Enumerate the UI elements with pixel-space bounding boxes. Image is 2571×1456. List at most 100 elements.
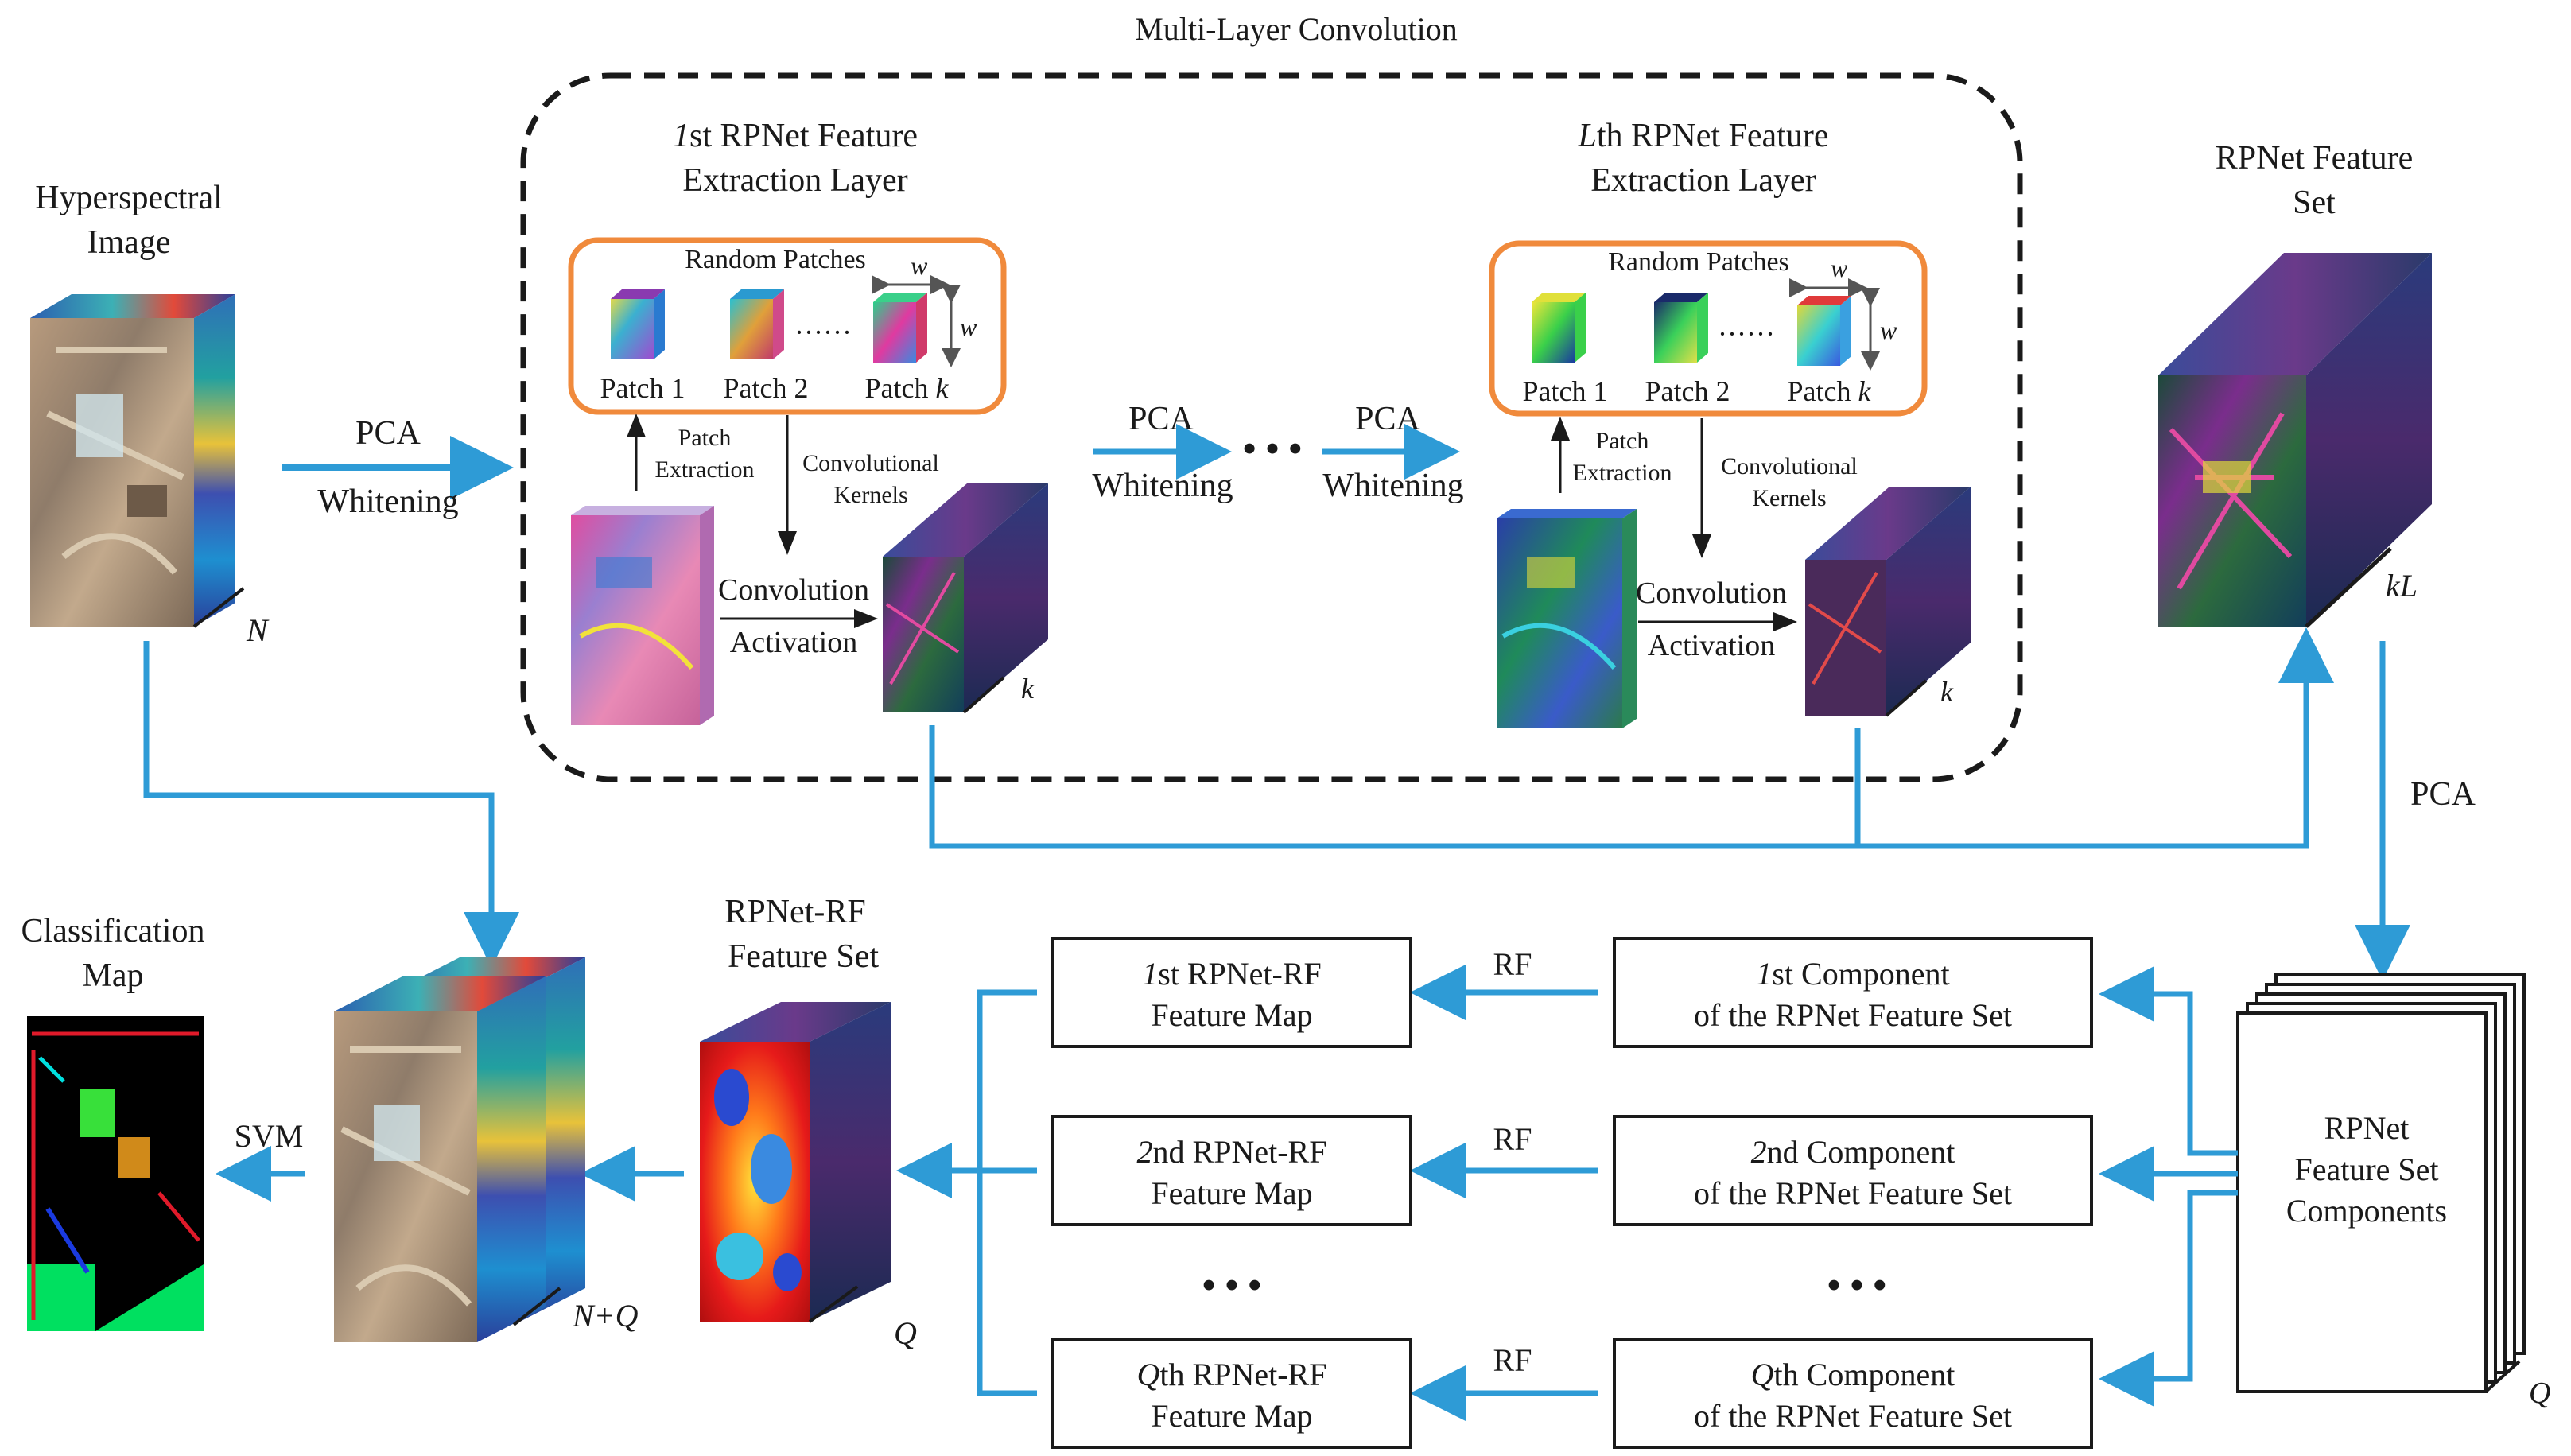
svg-text:1st RPNet-RF: 1st RPNet-RF [1142,956,1322,992]
layerL-patch-2-cube [1654,293,1708,363]
input-depth-tick [192,587,245,628]
hyperspectral-cube [30,294,235,627]
layerL-random-patches-box [1489,240,1928,417]
rf-feature-set-cube [700,1002,891,1322]
layerL-patch-dots: ······ [1718,318,1775,350]
layer1-patch-k-cube [873,293,927,363]
component-box-q: Qth Component of the RPNet Feature Set [1613,1338,2093,1449]
layer1-depth-label: k [1021,673,1035,705]
pca-right-label: PCA [2410,776,2476,813]
svg-text:of the RPNet Feature Set: of the RPNet Feature Set [1694,1175,2012,1211]
rf-map-box-q: Qth RPNet-RF Feature Map [1051,1338,1412,1449]
layerL-feature-cube [1805,487,1971,716]
layer1-patch-1-cube [611,289,665,359]
whitening-label-2: Whitening [1092,468,1233,504]
layer1-patch-extraction-line2: Extraction [655,456,755,483]
svg-text:1st RPNet Feature: 1st RPNet Feature [673,118,918,154]
svg-text:2nd Component: 2nd Component [1751,1134,1955,1170]
pca-label-3: PCA [1355,401,1420,437]
mid-dots: • • • [1243,428,1302,470]
input-to-combined-arrow [143,641,519,968]
layer1-conv-kernels-line1: Convolutional [802,450,939,476]
component-box-1: 1st Component of the RPNet Feature Set [1613,937,2093,1048]
whitening-label-1: Whitening [317,483,458,520]
feature-set-cube [2158,253,2432,627]
layerL-depth-label: k [1940,676,1954,708]
layer1-patch2-label: Patch 2 [724,372,809,404]
layerL-patchk-label: Patch k [1788,375,1872,407]
layer1-patch-extraction-line1: Patch [678,425,732,451]
multi-layer-title: Multi-Layer Convolution [1135,11,1458,47]
classification-title-line2: Map [83,957,144,994]
multi-layer-dashed-box [520,72,2023,782]
rf-feature-set-title-line2: Feature Set [728,938,879,975]
svm-label: SVM [235,1118,304,1154]
svg-text:of the RPNet Feature Set: of the RPNet Feature Set [1694,997,2012,1033]
classification-title-line1: Classification [21,913,205,949]
layer1-activation-label: Activation [730,626,857,659]
input-title-line2: Image [87,224,171,261]
combined-cube [334,957,585,1342]
rf-map-box-1: 1st RPNet-RF Feature Map [1051,937,1412,1048]
layerL-w-side: w [1880,316,1897,344]
layer1-title-rest: st RPNet Feature [689,118,918,154]
components-line1: RPNet [2324,1110,2410,1146]
layer1-patchk-label: Patch k [865,372,950,404]
svg-text:1st Component: 1st Component [1756,956,1949,992]
pca-label-1: PCA [355,415,421,452]
layer1-convolution-label: Convolution [718,573,869,607]
layer1-patch1-label: Patch 1 [600,372,685,404]
svg-text:Qth RPNet-RF: Qth RPNet-RF [1137,1357,1327,1392]
layer1-w-top: w [911,251,928,280]
layerL-patch-k-cube [1797,296,1851,366]
layer1-patch-dots: ······ [794,316,852,348]
layerL-title-line1: Lth RPNet Feature [1578,118,1829,154]
svg-text:Feature Map: Feature Map [1151,1175,1312,1211]
svg-text:Qth Component: Qth Component [1751,1357,1955,1392]
layerL-patch-extraction-line1: Patch [1596,428,1649,454]
layerL-conv-kernels-line1: Convolutional [1721,453,1858,480]
layerL-patch1-label: Patch 1 [1523,375,1608,407]
collector-arrow [929,627,2334,849]
layer1-random-patches-label: Random Patches [685,245,866,274]
feature-set-depth-label: kL [2386,568,2418,604]
layer1-patch-2-cube [730,289,784,359]
rf-label-2: RF [1493,1121,1532,1157]
svg-text:Feature Map: Feature Map [1151,997,1312,1033]
input-depth-label: N [246,612,270,648]
layerL-convolution-label: Convolution [1636,577,1787,610]
layerL-w-top: w [1831,254,1848,282]
whitening-label-3: Whitening [1322,468,1463,504]
rf-map-box-2: 2nd RPNet-RF Feature Map [1051,1115,1412,1226]
components-line2: Feature Set [2294,1151,2438,1187]
components-stack [2236,973,2526,1393]
layer1-feature-cube [883,483,1048,712]
pca-label-2: PCA [1128,401,1194,437]
component-box-2: 2nd Component of the RPNet Feature Set [1613,1115,2093,1226]
feature-set-title-line2: Set [2293,184,2336,221]
combined-depth-label: N+Q [572,1298,639,1334]
rf-label-q: RF [1493,1342,1532,1378]
component-dots: • • • [1827,1264,1886,1307]
classification-map [27,1016,204,1331]
layer1-w-side: w [960,313,977,341]
components-depth-label: Q [2529,1376,2550,1410]
svg-text:of the RPNet Feature Set: of the RPNet Feature Set [1694,1398,2012,1434]
rf-feature-set-depth-label: Q [894,1315,917,1351]
layer1-title-line2: Extraction Layer [682,162,907,199]
layer1-input-cube [571,506,714,725]
layerL-title-line2: Extraction Layer [1590,162,1816,199]
svg-text:2nd RPNet-RF: 2nd RPNet-RF [1137,1134,1327,1170]
layerL-random-patches-label: Random Patches [1608,247,1789,277]
layerL-conv-kernels-line2: Kernels [1752,485,1826,511]
svg-text:Feature Map: Feature Map [1151,1398,1312,1434]
rf-label-1: RF [1493,946,1532,982]
rf-feature-set-title-line1: RPNet-RF [724,894,865,930]
layerL-activation-label: Activation [1648,629,1775,662]
layer1-conv-kernels-line2: Kernels [833,482,907,508]
feature-set-title-line1: RPNet Feature [2216,140,2413,177]
layer1-title-italic: 1 [673,118,689,154]
layerL-patch-1-cube [1532,293,1586,363]
layerL-input-cube [1497,509,1637,728]
